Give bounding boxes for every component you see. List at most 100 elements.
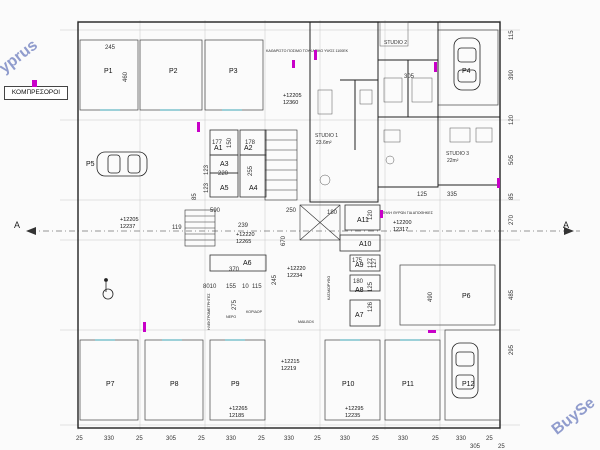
grid-lines	[60, 20, 520, 430]
level-value: 12234	[287, 273, 302, 279]
compressor-markers	[143, 50, 500, 333]
section-arrow-left	[26, 227, 36, 235]
storage-label-a8: A8	[355, 287, 364, 294]
dimension-value: 305	[166, 436, 177, 442]
dimension-value: 180	[327, 210, 338, 216]
dimension-value: 127	[368, 257, 374, 268]
legend-swatch	[32, 80, 37, 87]
storage-label-a1: A1	[214, 145, 223, 152]
watermark-bottom-right: BuySe	[549, 394, 599, 438]
studio-walls	[309, 21, 501, 203]
level-value: +12295	[345, 406, 364, 412]
legend-label: ΚΟΜΠΡΕΣΟΡΟΙ	[11, 89, 61, 96]
dimension-value: 390	[509, 69, 515, 80]
storage-label-a5: A5	[220, 185, 229, 192]
dimension-value: 120	[368, 209, 374, 220]
dimension-value: 125	[368, 281, 374, 292]
dimension-value: 330	[226, 436, 237, 442]
dimension-value: 590	[210, 208, 221, 214]
parking-row-bottom	[79, 264, 501, 421]
dimension-value: 505	[509, 154, 515, 165]
level-value: 12219	[281, 366, 296, 372]
dimension-value: 127	[372, 257, 378, 268]
level-value: +12265	[229, 406, 248, 412]
dimension-value: 330	[398, 436, 409, 442]
corridor-label: ΚΟΡΙΔΟΡ	[246, 310, 263, 314]
dimension-value: 255	[248, 165, 254, 176]
dimension-value: 330	[456, 436, 467, 442]
dimension-value: 25	[76, 436, 83, 442]
studio2-label: STUDIO 2	[384, 40, 407, 46]
legend-box: ΚΟΜΠΡΕΣΟΡΟΙ	[4, 86, 68, 100]
parking-label-p7: P7	[106, 381, 115, 388]
parking-label-p10: P10	[342, 381, 355, 388]
mailbox-label: MAILBOX	[298, 320, 315, 324]
level-value: +12220	[287, 266, 306, 272]
parking-label-p5: P5	[86, 161, 95, 168]
storage-block-left	[209, 129, 381, 327]
outer-walls	[77, 21, 501, 429]
level-value: +12205	[120, 217, 139, 223]
level-value: +12215	[281, 359, 300, 365]
dimension-labels-mid: 8010 155 10 115 275 245 126 127 490 485 …	[203, 257, 515, 355]
dimension-value: 155	[226, 284, 237, 290]
dimension-labels-top: 245 460 177 150 178 123 220 123 85 255 5…	[105, 30, 515, 292]
stair-core	[184, 129, 341, 247]
storage-label-a7: A7	[355, 312, 364, 319]
level-value: 12235	[345, 413, 360, 419]
watermark-top-left: yprus	[0, 37, 41, 77]
dimension-value: 126	[368, 301, 374, 312]
dimension-value: 85	[509, 193, 515, 200]
dimension-value: 25	[486, 436, 493, 442]
parking-label-p3: P3	[229, 68, 238, 75]
studio-fixtures	[317, 21, 493, 186]
dimension-value: 178	[245, 140, 256, 146]
dimension-value: 370	[229, 267, 240, 273]
studio3-area: 22m²	[447, 158, 459, 164]
storage-label-a2: A2	[244, 145, 253, 152]
dimension-value: 123	[204, 164, 210, 175]
section-marker-right: A	[563, 220, 569, 230]
storage-label-a9: A9	[355, 262, 364, 269]
parking-label-p1: P1	[104, 68, 113, 75]
dimension-value: 125	[417, 192, 428, 198]
shaft-note: ΚΑΘΑΡΙΣΤΟ ΠΟΣΙΜΟ ΤΟΥΚΑΡΙΚΟ ΥΨΟΣ 1100ΕΚ	[266, 49, 349, 53]
meters-label: ΗΛΕΚΤΡΟΜΕΤΡΗΤΕΣ	[207, 293, 211, 330]
dimension-value: 239	[238, 223, 249, 229]
section-marker-left: A	[14, 220, 20, 230]
dimension-value: 330	[340, 436, 351, 442]
dimension-value: 180	[353, 279, 364, 285]
parking-label-p2: P2	[169, 68, 178, 75]
dimension-value: 123	[204, 182, 210, 193]
level-value: 12360	[283, 100, 298, 106]
bay-markers	[95, 109, 420, 341]
dimension-labels-bottom: 25 330 25 305 25 330 25 330 25 330 25 33…	[76, 436, 505, 450]
dimension-value: 330	[104, 436, 115, 442]
dimension-value: 25	[498, 444, 505, 450]
section-arrow-right	[564, 227, 574, 235]
dimension-value: 670	[281, 235, 287, 246]
dimension-value: 295	[509, 344, 515, 355]
dimension-value: 485	[509, 289, 515, 300]
dimension-value: 8010	[203, 284, 217, 290]
level-value: 12265	[236, 239, 251, 245]
parking-label-p4: P4	[462, 68, 471, 75]
dimension-value: 177	[212, 140, 223, 146]
dimension-value: 335	[447, 192, 458, 198]
dimension-value: 245	[272, 274, 278, 285]
dimension-value: 270	[509, 214, 515, 225]
parking-label-p11: P11	[402, 381, 414, 388]
dimension-value: 250	[286, 208, 297, 214]
dimension-value: 305	[404, 74, 415, 80]
level-value: +12200	[393, 220, 412, 226]
dimension-value: 119	[172, 225, 182, 231]
level-value: 12317	[393, 227, 408, 233]
storage-label-a10: A10	[359, 241, 372, 248]
parking-label-p8: P8	[170, 381, 179, 388]
level-value: +12205	[283, 93, 302, 99]
studio1-area: 23.6m²	[316, 140, 332, 146]
storage-label-a3: A3	[220, 161, 229, 168]
dimension-value: 220	[218, 171, 229, 177]
